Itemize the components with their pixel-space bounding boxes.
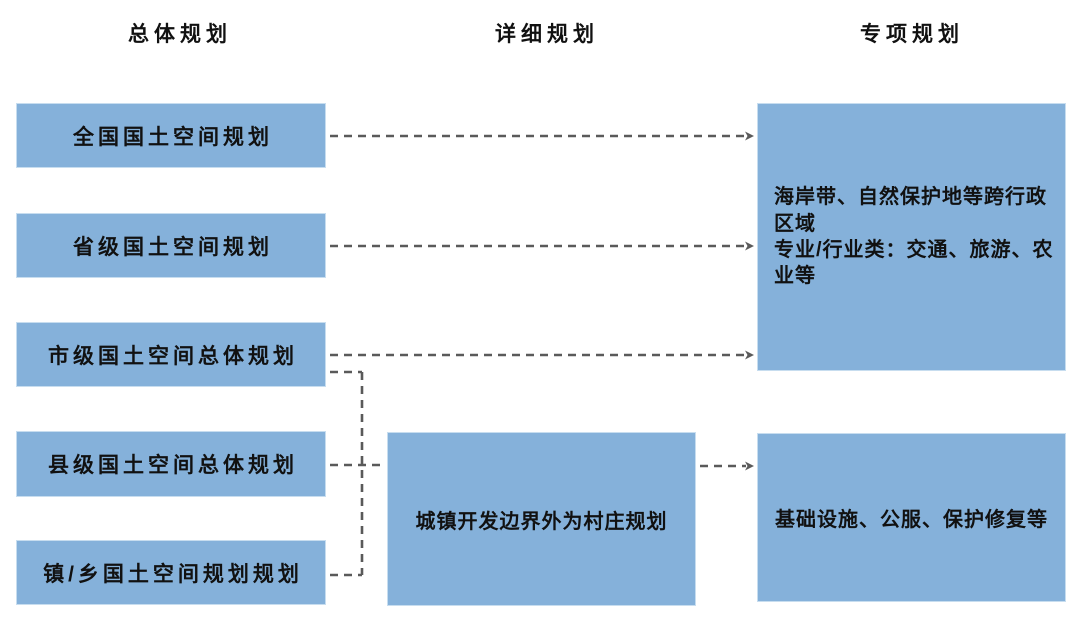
box-label: 县级国土空间总体规划	[48, 454, 298, 477]
column-header-overall: 总体规划	[128, 23, 232, 46]
column-header-special: 专项规划	[860, 23, 964, 46]
box-text-block: 海岸带、自然保护地等跨行政区域 专业/行业类：交通、旅游、农业等	[774, 184, 1059, 290]
box-provincial-spatial-plan: 省级国土空间规划	[16, 213, 326, 278]
box-municipal-spatial-plan: 市级国土空间总体规划	[16, 322, 326, 387]
box-label: 基础设施、公服、保护修复等	[775, 509, 1048, 531]
box-text-line1: 海岸带、自然保护地等跨行政区域	[774, 186, 1047, 235]
box-label: 市级国土空间总体规划	[48, 344, 298, 368]
box-national-spatial-plan: 全国国土空间规划	[16, 103, 326, 168]
box-township-spatial-plan: 镇/乡国土空间规划规划	[16, 540, 326, 605]
box-village-plan-outside-boundary: 城镇开发边界外为村庄规划	[387, 432, 696, 606]
column-header-detailed: 详细规划	[495, 23, 599, 46]
box-label: 省级国土空间规划	[73, 235, 273, 259]
box-label: 全国国土空间规划	[73, 125, 273, 149]
box-label: 镇/乡国土空间规划规划	[43, 562, 303, 586]
box-text-line2: 专业/行业类：交通、旅游、农业等	[774, 239, 1054, 288]
box-infrastructure-special-plans: 基础设施、公服、保护修复等	[757, 433, 1066, 602]
box-cross-regional-special-plans: 海岸带、自然保护地等跨行政区域 专业/行业类：交通、旅游、农业等	[757, 103, 1066, 371]
box-label: 城镇开发边界外为村庄规划	[415, 510, 668, 533]
box-county-spatial-plan: 县级国土空间总体规划	[16, 431, 326, 497]
